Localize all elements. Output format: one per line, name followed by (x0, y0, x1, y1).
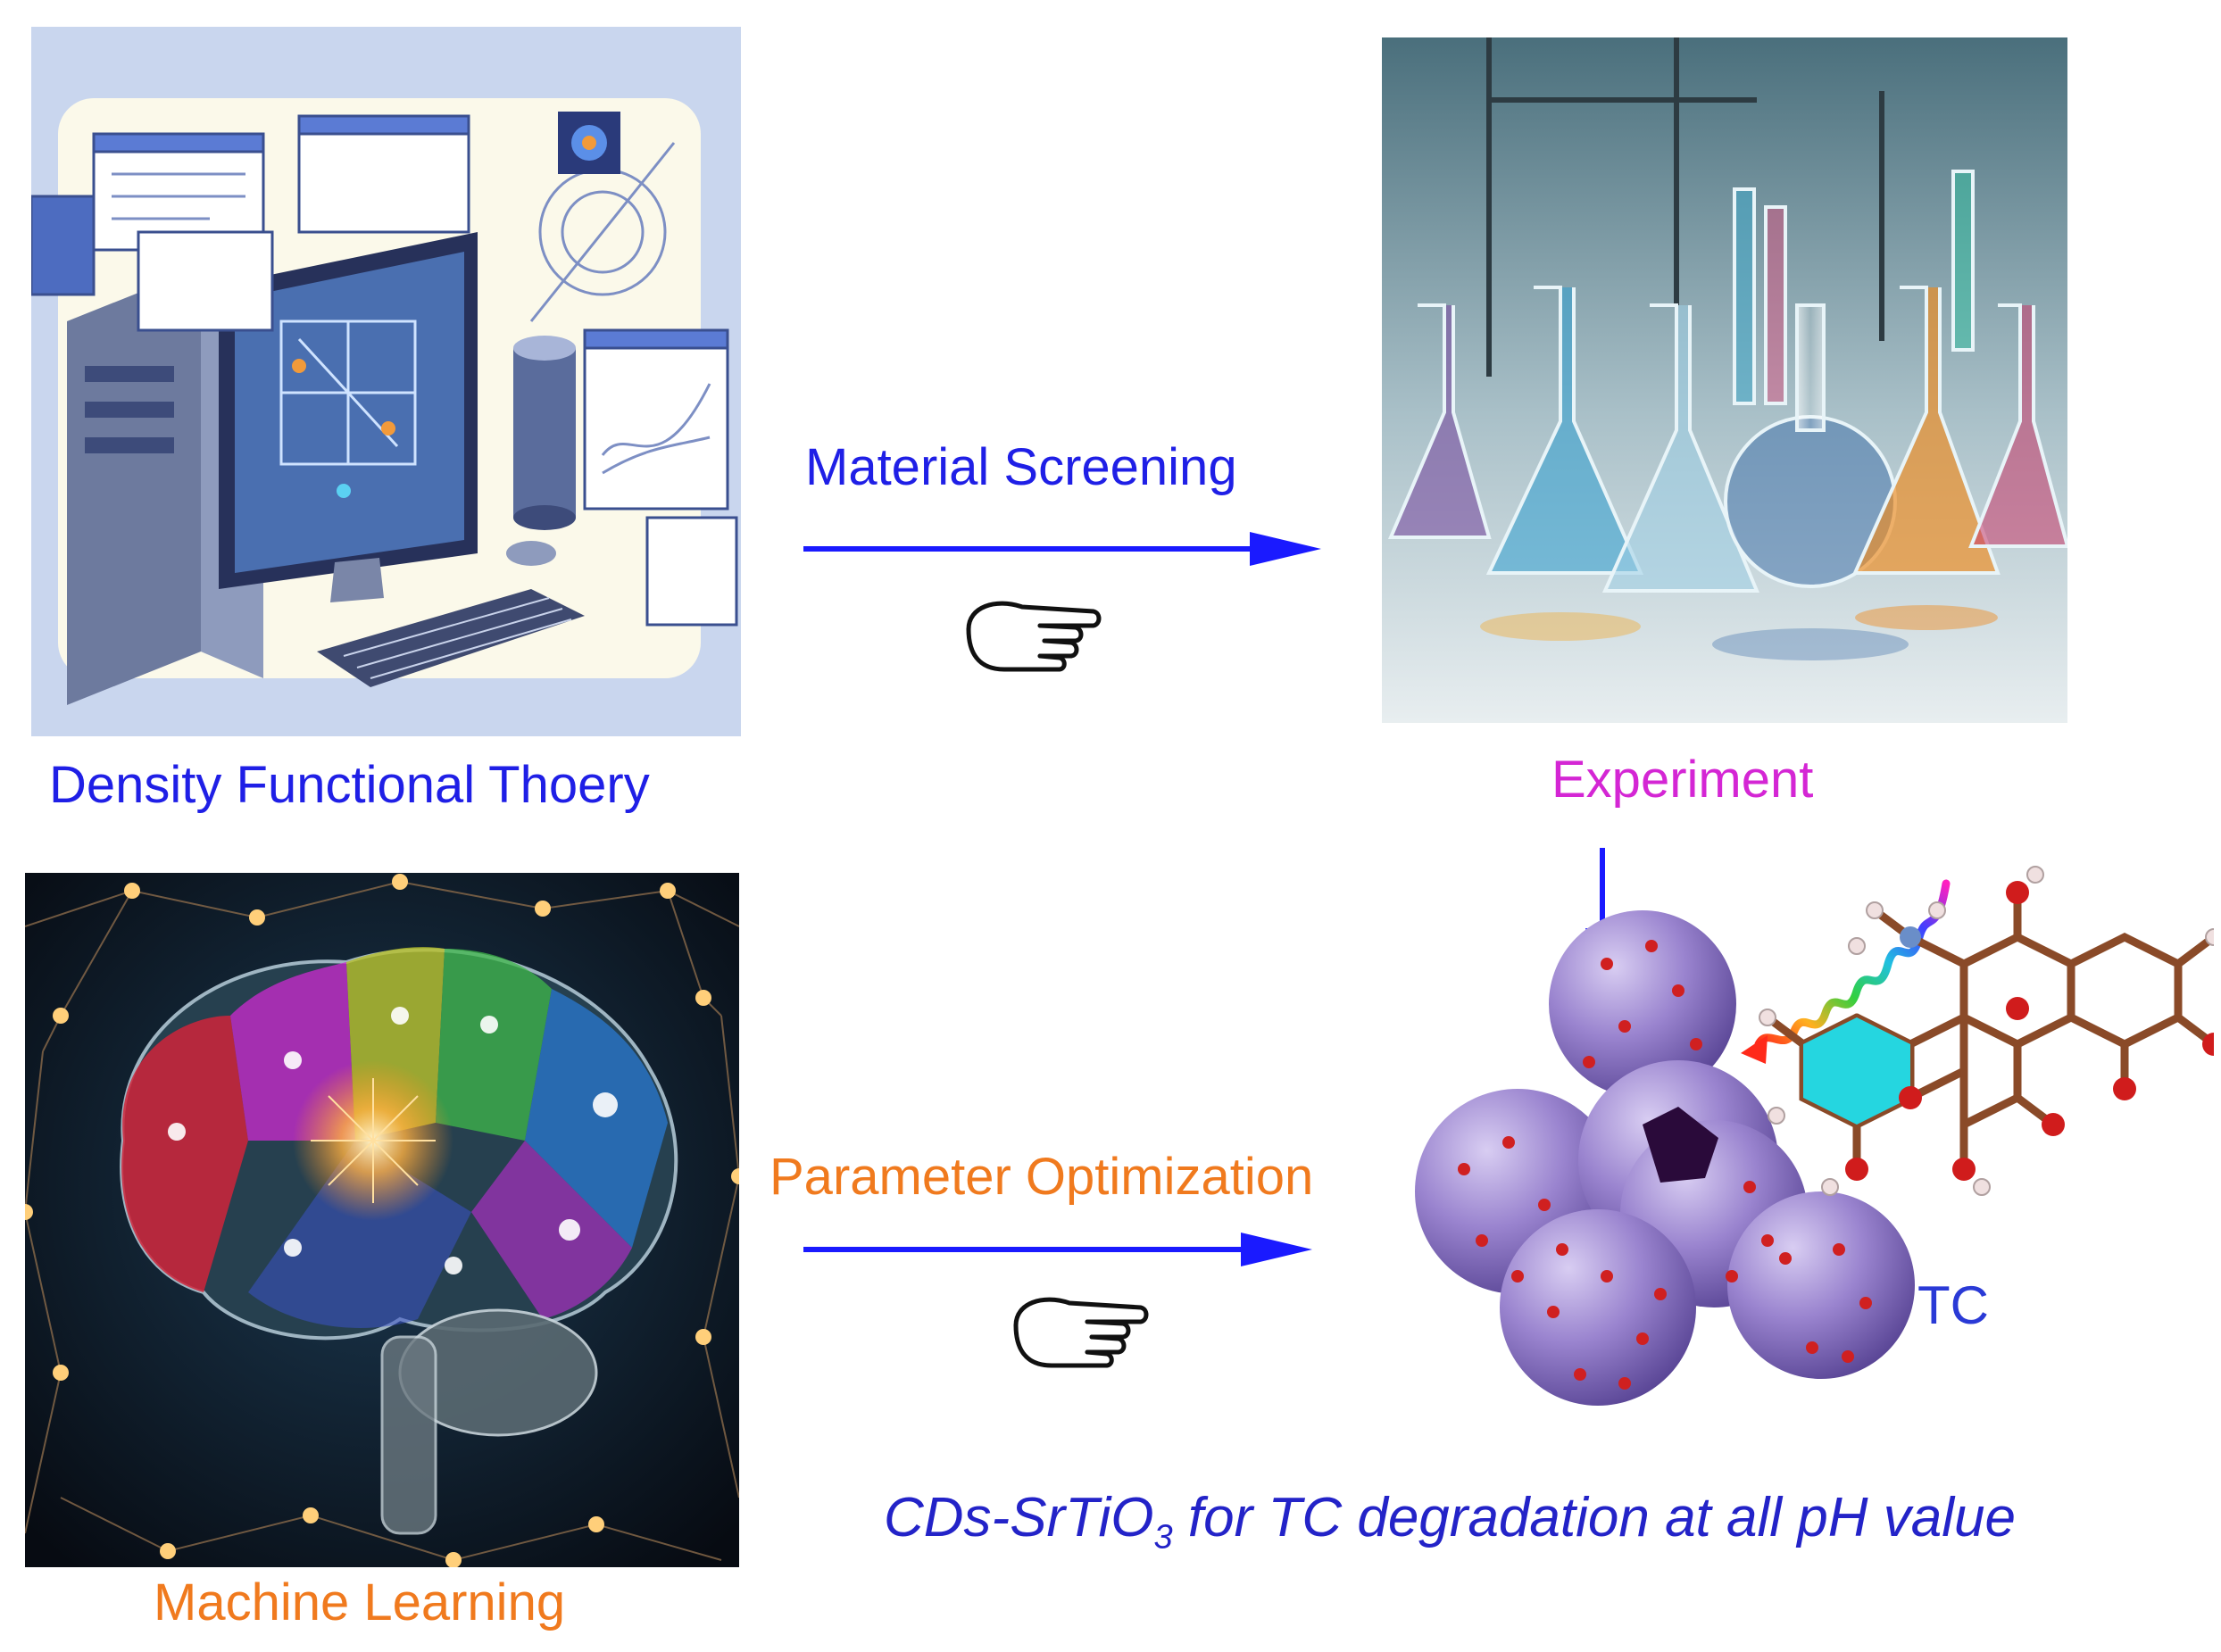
parameter-optimization-arrow (803, 1233, 1312, 1266)
experiment-illustration (1382, 37, 2067, 723)
experiment-label: Experiment (1551, 751, 1814, 809)
dft-label: Density Functional Thoery (49, 756, 650, 814)
material-screening-arrow (803, 532, 1321, 566)
caption: CDs-SrTiO3 for TC degradation at all pH … (884, 1486, 2016, 1557)
machine-learning-label: Machine Learning (154, 1573, 566, 1631)
parameter-optimization-label: Parameter Optimization (769, 1148, 1314, 1206)
pointing-hand-icon (1013, 1297, 1149, 1368)
machine-learning-illustration (25, 873, 739, 1567)
nanosphere-icon (1415, 910, 1915, 1406)
molecule-icon (1759, 866, 2214, 1196)
cds-srtio3-scene (1415, 866, 2214, 1406)
pointing-hand-icon (966, 601, 1102, 672)
tc-label: TC (1917, 1275, 1989, 1335)
caption-part2: for TC degradation at all pH value (1172, 1487, 2016, 1548)
caption-part1: CDs-SrTiO (884, 1487, 1154, 1548)
material-screening-label: Material Screening (805, 438, 1237, 496)
dft-illustration (31, 27, 741, 736)
caption-subscript: 3 (1153, 1518, 1173, 1557)
